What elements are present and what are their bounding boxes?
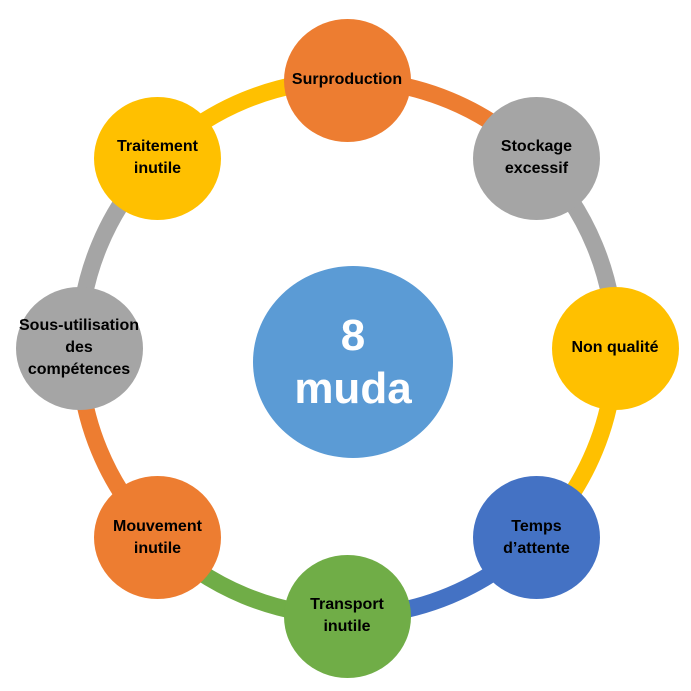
- node-label: Non qualité: [571, 339, 659, 356]
- node-surproduction: Surproduction: [283, 18, 411, 142]
- center-word: muda: [294, 364, 412, 413]
- node-mouvement-inutile: Mouvement inutile: [93, 476, 221, 599]
- node-label: Sous-utilisation des compétences: [19, 317, 139, 378]
- node-non-qualite: Non qualité: [551, 286, 679, 410]
- center-count: 8: [340, 311, 366, 360]
- node-label: Stockage excessif: [500, 138, 573, 178]
- node-label: Transport inutile: [310, 596, 384, 635]
- node-transport-inutile: Transport inutile: [283, 554, 411, 678]
- node-label: Traitement inutile: [117, 138, 198, 178]
- node-label: Mouvement inutile: [113, 517, 202, 557]
- node-stockage-excessif: Stockage excessif: [473, 96, 600, 220]
- node-label: Temps d’attente: [503, 517, 570, 557]
- node-traitement-inutile: Traitement inutile: [93, 96, 221, 220]
- center-label: 8 muda: [294, 309, 411, 415]
- node-label: Surproduction: [291, 71, 403, 88]
- node-temps-d-attente: Temps d’attente: [473, 476, 600, 599]
- node-sous-utilisation-des-competences: Sous-utilisation des compétences: [15, 286, 143, 410]
- center-circle: 8 muda: [253, 266, 453, 458]
